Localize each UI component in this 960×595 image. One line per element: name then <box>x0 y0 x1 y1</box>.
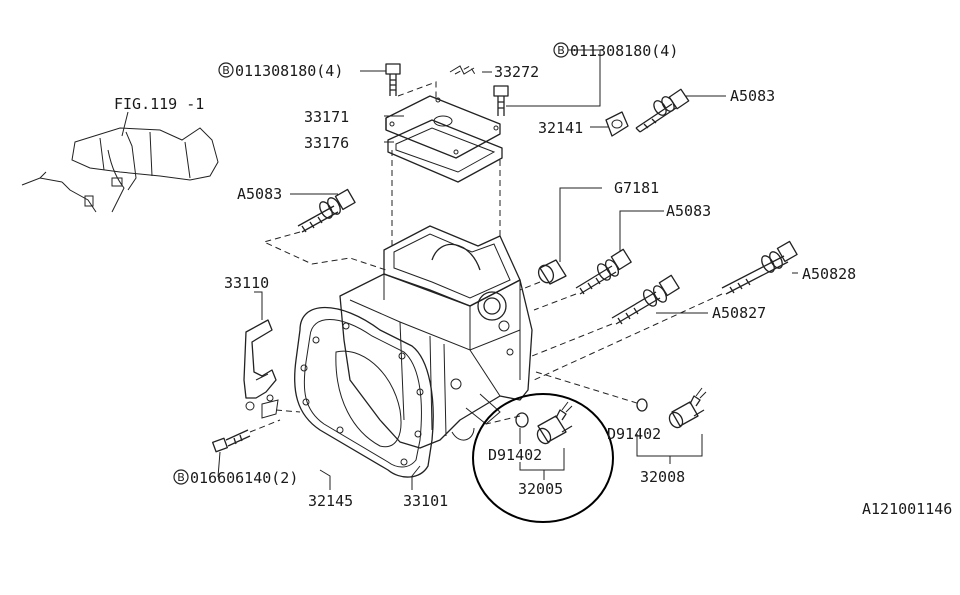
bolt-a5083-top <box>635 88 690 133</box>
highlight-circle <box>472 393 614 523</box>
bolt-a50827 <box>531 274 680 357</box>
oil-seal-32141 <box>605 111 629 137</box>
bolt-a5083-left <box>262 188 387 271</box>
plug-g7181 <box>519 259 567 291</box>
drawing-id: A121001146 <box>862 500 952 518</box>
harness-inset <box>21 111 219 213</box>
figure-reference: FIG.119 -1 <box>114 95 204 113</box>
bolt-badge-bottom-left: B <box>173 469 189 485</box>
bolt-a5083-mid <box>533 248 632 311</box>
part-label-a5083-left: A5083 <box>237 185 282 203</box>
part-label-011308180-left: 011308180(4) <box>235 62 343 80</box>
part-label-011308180-right: 011308180(4) <box>570 42 678 60</box>
svg-text:B: B <box>557 44 565 57</box>
part-label-33171: 33171 <box>304 108 349 126</box>
bolt-badge-top-left: B <box>218 62 234 78</box>
switch-32008 <box>636 387 707 429</box>
part-label-g7181: G7181 <box>614 179 659 197</box>
part-label-a50827: A50827 <box>712 304 766 322</box>
part-label-32005: 32005 <box>518 480 563 498</box>
switch-32005 <box>485 401 573 445</box>
part-label-a5083-mid: A5083 <box>666 202 711 220</box>
top-cover-assembly <box>385 63 509 250</box>
part-label-a50828: A50828 <box>802 265 856 283</box>
part-label-32141: 32141 <box>538 119 583 137</box>
bell-housing-32145 <box>294 307 434 478</box>
transmission-case-33101 <box>339 225 533 449</box>
part-label-a5083-top: A5083 <box>730 87 775 105</box>
bolt-016606140 <box>212 419 281 453</box>
part-label-016606140: 016606140(2) <box>190 469 298 487</box>
part-label-33272: 33272 <box>494 63 539 81</box>
bolt-badge-top-right: B <box>553 42 569 58</box>
bolt-a50828 <box>533 240 798 381</box>
svg-text:B: B <box>222 64 230 77</box>
part-label-33101: 33101 <box>403 492 448 510</box>
part-label-32145: 32145 <box>308 492 353 510</box>
part-label-33110: 33110 <box>224 274 269 292</box>
part-label-33176: 33176 <box>304 134 349 152</box>
part-label-d91402-circle: D91402 <box>488 446 542 464</box>
part-label-32008: 32008 <box>640 468 685 486</box>
leader-lines <box>217 49 798 490</box>
svg-text:B: B <box>177 471 185 484</box>
lever-33110 <box>243 319 301 419</box>
part-label-d91402-right: D91402 <box>607 425 661 443</box>
